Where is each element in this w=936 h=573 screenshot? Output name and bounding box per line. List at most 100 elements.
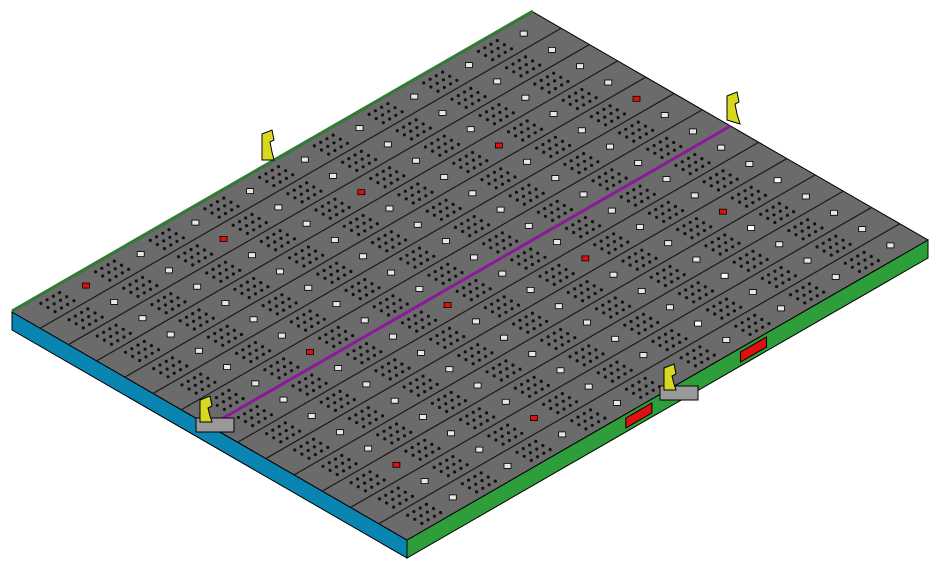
perforation-hole	[321, 253, 325, 257]
perforation-hole	[86, 307, 90, 311]
perforation-hole	[673, 204, 678, 209]
perforation-hole	[455, 338, 459, 342]
red-marker	[82, 282, 90, 289]
perforation-hole	[361, 165, 365, 169]
perforation-hole	[628, 263, 632, 267]
perforation-hole	[596, 111, 600, 115]
perforation-hole	[594, 348, 598, 352]
perforation-hole	[178, 319, 182, 323]
perforation-hole	[375, 173, 379, 177]
perforation-hole	[444, 150, 448, 154]
perforation-hole	[308, 309, 312, 313]
perforation-hole	[206, 335, 210, 339]
perforation-hole	[767, 280, 772, 285]
perforation-hole	[870, 262, 874, 266]
perforation-hole	[604, 179, 609, 183]
perforation-hole	[199, 372, 203, 376]
slot	[554, 303, 563, 310]
slot	[636, 223, 644, 230]
perforation-hole	[676, 227, 680, 232]
perforation-hole	[295, 260, 299, 264]
perforation-hole	[239, 284, 243, 288]
perforation-hole	[252, 284, 257, 288]
perforation-hole	[537, 315, 542, 319]
perforation-hole	[560, 392, 564, 396]
slot	[858, 226, 867, 233]
perforation-hole	[479, 471, 483, 475]
slot	[448, 494, 457, 501]
perforation-hole	[58, 291, 62, 295]
perforation-hole	[352, 398, 356, 402]
perforation-hole	[407, 366, 411, 370]
perforation-hole	[378, 245, 382, 249]
perforation-hole	[617, 172, 621, 176]
perforation-hole	[415, 378, 419, 382]
perforation-hole	[402, 385, 406, 389]
slot	[577, 127, 586, 134]
perforation-hole	[395, 129, 399, 133]
perforation-hole	[462, 293, 466, 298]
perforation-hole	[396, 486, 400, 490]
perforation-hole	[694, 168, 699, 172]
perforation-hole	[469, 298, 473, 302]
perforation-hole	[176, 296, 180, 300]
perforation-hole	[650, 380, 655, 385]
perforation-hole	[191, 263, 195, 267]
perforation-hole	[382, 478, 386, 482]
perforation-hole	[455, 330, 459, 335]
perforation-hole	[388, 173, 392, 177]
perforation-hole	[659, 148, 663, 152]
perforation-hole	[336, 325, 340, 329]
perforation-hole	[241, 348, 245, 352]
perforation-hole	[334, 465, 338, 469]
slot	[556, 367, 565, 374]
perforation-hole	[280, 293, 284, 297]
perforation-hole	[655, 215, 659, 219]
perforation-hole	[528, 443, 532, 447]
perforation-hole	[576, 415, 580, 419]
perforation-hole	[410, 186, 414, 190]
slot	[329, 172, 338, 179]
perforation-hole	[495, 39, 499, 43]
perforation-hole	[222, 196, 226, 200]
perforation-hole	[580, 87, 584, 92]
perforation-hole	[506, 171, 510, 175]
perforation-hole	[513, 386, 518, 390]
perforation-hole	[306, 196, 310, 200]
perforation-hole	[211, 267, 215, 271]
perforation-hole	[169, 292, 173, 296]
yellow-hook	[199, 395, 213, 423]
perforation-hole	[460, 482, 464, 486]
perforation-hole	[305, 181, 309, 185]
perforation-hole	[566, 79, 570, 83]
perforation-hole	[574, 99, 579, 103]
perforation-hole	[640, 199, 644, 204]
perforation-hole	[562, 407, 566, 411]
perforation-hole	[294, 301, 298, 305]
slat-seam	[152, 92, 675, 394]
perforation-hole	[423, 186, 427, 190]
perforation-hole	[221, 392, 225, 396]
perforation-hole	[668, 216, 672, 220]
perforation-hole	[456, 395, 460, 399]
perforation-hole	[724, 297, 729, 301]
perforation-hole	[464, 154, 468, 158]
perforation-hole	[771, 205, 775, 209]
perforation-hole	[473, 426, 477, 430]
perforation-hole	[522, 251, 527, 255]
perforation-hole	[364, 342, 369, 346]
perforation-hole	[687, 164, 692, 168]
perforation-hole	[541, 443, 545, 448]
perforation-hole	[542, 150, 546, 154]
perforation-hole	[535, 195, 539, 199]
perforation-hole	[588, 408, 593, 412]
perforation-hole	[324, 333, 328, 337]
perforation-hole	[601, 352, 605, 356]
perforation-hole	[93, 311, 97, 315]
perforation-hole	[670, 280, 674, 284]
perforation-hole	[559, 327, 563, 332]
perforation-hole	[765, 209, 769, 213]
slot	[302, 220, 311, 227]
perforation-hole	[362, 221, 366, 225]
perforation-hole	[702, 228, 707, 233]
